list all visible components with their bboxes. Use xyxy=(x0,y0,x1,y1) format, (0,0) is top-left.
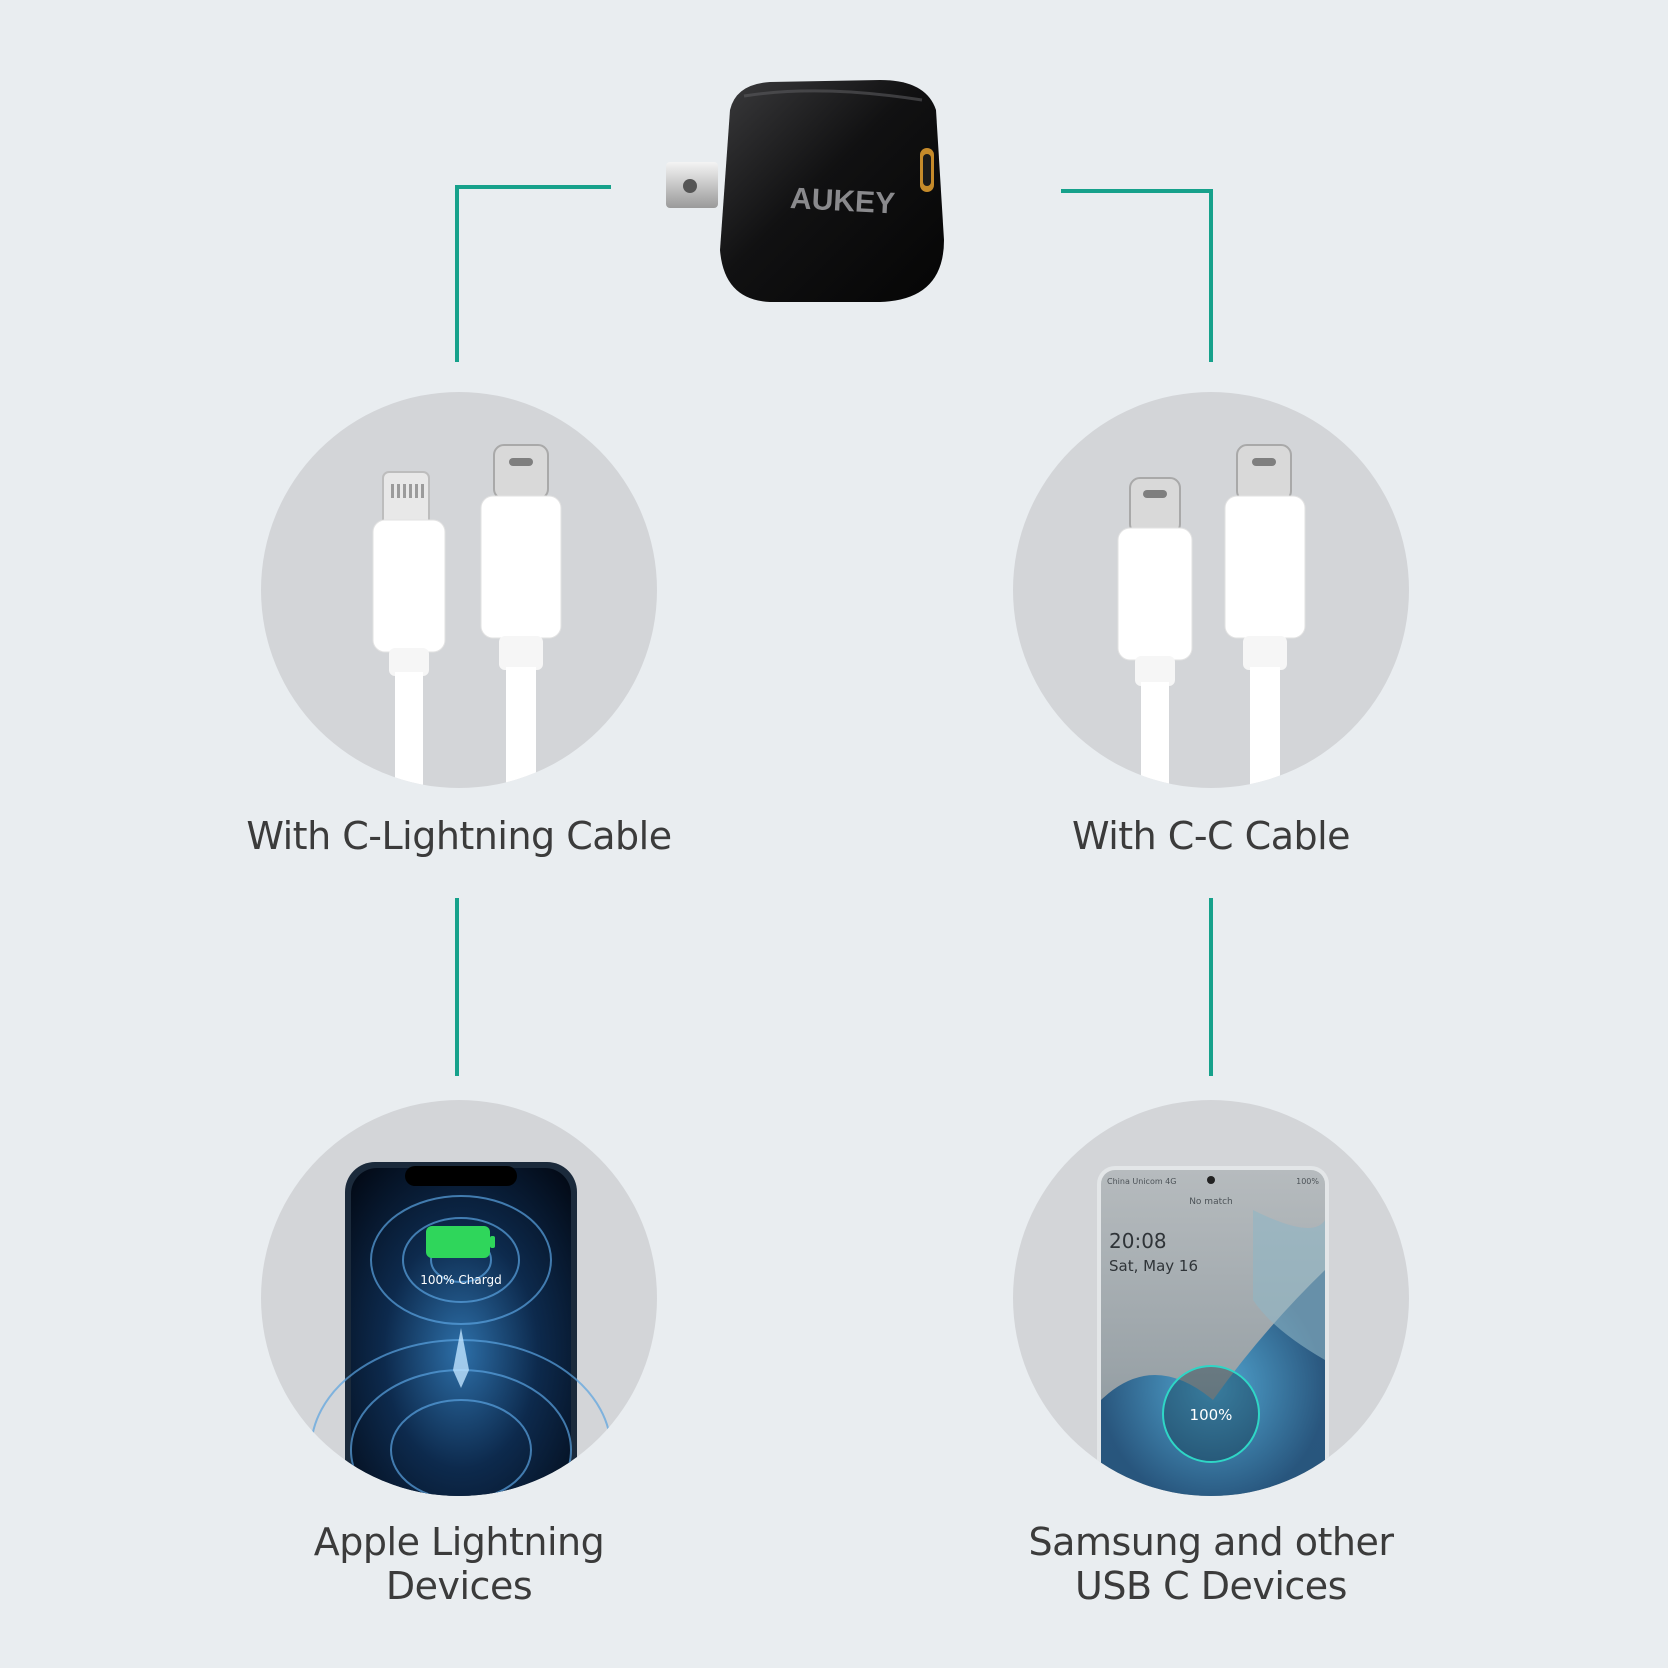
charger-brand: AUKEY xyxy=(789,182,896,220)
connector-charger-to-right-cable xyxy=(1061,189,1213,362)
charging-ring-icon xyxy=(1162,1365,1260,1463)
usb-c-devices-label-line-1: Samsung and other xyxy=(1028,1520,1394,1564)
c-lightning-cable-circle xyxy=(261,392,657,788)
samsung-image: China Unicom 4G 100% No match 20:08 Sat,… xyxy=(1097,1166,1329,1496)
samsung-battery-status: 100% xyxy=(1296,1177,1319,1186)
samsung-date: Sat, May 16 xyxy=(1109,1257,1198,1275)
charger-body xyxy=(720,80,944,302)
samsung-charge-percent: 100% xyxy=(1190,1406,1233,1424)
c-c-cable-label: With C-C Cable xyxy=(1071,814,1351,858)
apple-devices-label: Apple Lightning Devices xyxy=(179,1520,739,1608)
charger-image: AUKEY xyxy=(666,80,944,302)
iphone-image: 100% Chargd xyxy=(310,1162,612,1496)
c-c-cable-image xyxy=(1117,444,1306,788)
battery-icon xyxy=(426,1226,490,1258)
connector-charger-to-left-cable xyxy=(455,185,611,362)
camera-hole-icon xyxy=(1207,1176,1215,1184)
c-lightning-cable-label: With C-Lightning Cable xyxy=(246,814,672,858)
apple-devices-label-line-2: Devices xyxy=(385,1564,533,1608)
usb-c-connector-icon xyxy=(493,444,549,500)
samsung-notice: No match xyxy=(1189,1197,1233,1207)
apple-devices-label-line-1: Apple Lightning xyxy=(313,1520,605,1564)
apple-device-circle: 100% Chargd xyxy=(261,1100,657,1496)
usb-c-devices-label-line-2: USB C Devices xyxy=(1075,1564,1347,1608)
samsung-time: 20:08 xyxy=(1109,1229,1167,1253)
iphone-notch xyxy=(405,1166,517,1186)
iphone-battery-status: 100% Chargd xyxy=(420,1273,501,1287)
samsung-carrier: China Unicom 4G xyxy=(1107,1177,1176,1186)
usb-c-connector-icon xyxy=(1236,444,1292,502)
samsung-device-circle: China Unicom 4G 100% No match 20:08 Sat,… xyxy=(1013,1100,1409,1496)
usb-c-devices-label: Samsung and other USB C Devices xyxy=(931,1520,1491,1608)
c-lightning-cable-image xyxy=(372,444,562,788)
usb-c-connector-icon xyxy=(1129,477,1181,535)
c-c-cable-circle xyxy=(1013,392,1409,788)
